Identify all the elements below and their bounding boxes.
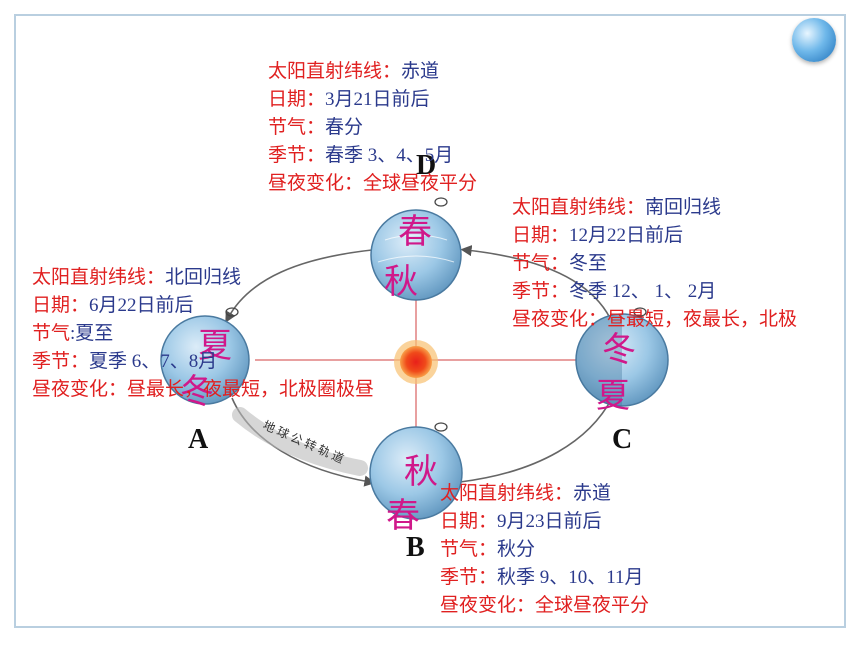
position-letter-A: A [188,424,209,455]
globe-logo-icon [792,18,836,62]
info-line: 日期：3月21日前后 [268,89,430,110]
season-C-top: 冬 [602,330,636,370]
rotation-marks [225,197,647,432]
info-line: 昼夜变化：全球昼夜平分 [268,173,478,194]
position-letter-B: B [406,532,425,563]
info-line: 节气：冬至 [512,253,608,274]
info-line: 太阳直射纬线：赤道 [268,61,440,82]
info-line: 昼夜变化：昼最长，夜最短，北极圈极昼 [32,379,375,400]
globe-A [160,315,250,405]
season-D-top: 春 [398,212,432,252]
info-line: 季节：春季 3、4、5月 [268,145,454,166]
season-B-top: 秋 [404,452,438,492]
season-B-bottom: 春 [386,496,420,536]
info-line: 季节：夏季 6、7、8月 [32,351,218,372]
info-line: 节气:夏至 [32,323,114,344]
position-letter-C: C [612,424,633,455]
info-line: 太阳直射纬线：赤道 [440,483,612,504]
season-A-top: 夏 [198,326,232,366]
slide-frame [14,14,846,628]
info-block-D: 太阳直射纬线：赤道 日期：3月21日前后 节气：春分 季节：春季 3、4、5月 … [268,58,477,198]
info-line: 节气：秋分 [440,539,536,560]
info-block-C: 太阳直射纬线：南回归线 日期：12月22日前后 节气：冬至 季节：冬季 12、 … [512,194,797,334]
globe-D [370,209,462,301]
orbit-label-band [232,407,368,476]
position-letter-D: D [416,150,437,181]
info-line: 太阳直射纬线：北回归线 [32,267,242,288]
season-C-bottom: 夏 [596,376,630,416]
season-A-bottom: 冬 [180,372,214,412]
info-block-B: 太阳直射纬线：赤道 日期：9月23日前后 节气：秋分 季节：秋季 9、10、11… [440,480,649,620]
info-line: 太阳直射纬线：南回归线 [512,197,722,218]
info-line: 日期：12月22日前后 [512,225,684,246]
globe-C [575,313,669,407]
info-line: 季节：秋季 9、10、11月 [440,567,644,588]
info-line: 节气：春分 [268,117,364,138]
season-D-bottom: 秋 [384,262,418,302]
info-line: 昼夜变化：全球昼夜平分 [440,595,650,616]
info-block-A: 太阳直射纬线：北回归线 日期：6月22日前后 节气:夏至 季节：夏季 6、7、8… [32,264,374,404]
info-line: 季节：冬季 12、 1、 2月 [512,281,717,302]
info-line: 昼夜变化：昼最短，夜最长，北极 [512,309,798,330]
info-line: 日期：9月23日前后 [440,511,602,532]
globe-B [369,426,463,520]
info-line: 日期：6月22日前后 [32,295,194,316]
